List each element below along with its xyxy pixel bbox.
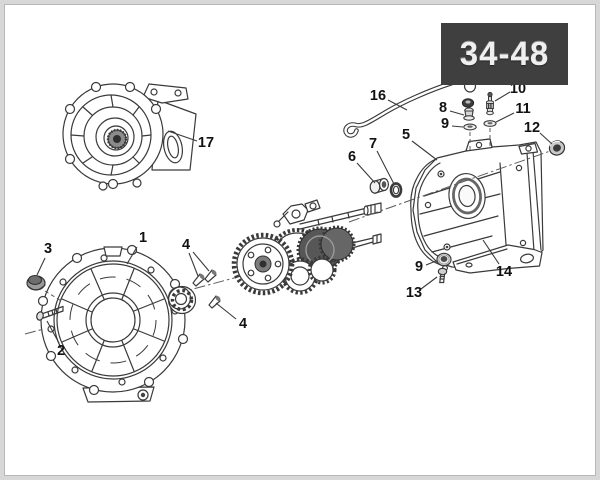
page-code-badge: 34-48: [441, 23, 568, 85]
callout-4-label: 4: [239, 316, 247, 332]
bushing-6-drawing: [369, 177, 390, 194]
callout-7-leader: [376, 150, 395, 185]
breather-8-9-drawing: [461, 79, 477, 151]
callout-12-label: 12: [524, 120, 540, 136]
callout-16-leader: [387, 99, 408, 111]
callout-17-leader: [167, 130, 198, 142]
plugs-4-drawing: [192, 269, 221, 309]
callout-9-label: 9: [415, 259, 423, 275]
callout-13-label: 13: [406, 285, 422, 301]
callout-11-label: 11: [515, 101, 530, 117]
callout-9-leader: [425, 260, 437, 266]
plug-3-drawing: [26, 275, 64, 303]
callout-1-leader: [126, 246, 138, 265]
callout-5-leader: [411, 140, 438, 161]
bell-housing-17-drawing: [62, 81, 197, 191]
gear-cluster-drawing: [231, 199, 382, 296]
gearbox-housing-5-14-drawing: [410, 138, 544, 274]
callout-10-label: 10: [510, 81, 526, 97]
callout-2-label: 2: [57, 343, 65, 359]
callout-9-label: 9: [441, 116, 449, 132]
bearing-drawing: [167, 285, 197, 315]
callout-3-leader: [36, 257, 46, 276]
callout-8-label: 8: [439, 100, 447, 116]
callout-8-leader: [449, 110, 465, 116]
callout-10-leader: [494, 91, 511, 102]
callout-6-label: 6: [348, 149, 356, 165]
callout-4-leader: [192, 251, 210, 272]
hose-16-drawing: [343, 80, 455, 138]
callout-4-label: 4: [182, 237, 190, 253]
clutch-cover-1-drawing: [37, 244, 189, 403]
callout-11-leader: [495, 112, 515, 123]
callout-6-leader: [356, 162, 376, 184]
page-code-text: 34-48: [459, 35, 550, 72]
valve-10-11-drawing: [483, 91, 497, 148]
callout-12-leader: [539, 132, 553, 145]
oring-7-drawing: [389, 182, 403, 198]
callout-1-label: 1: [139, 230, 147, 246]
callout-2-leader: [46, 320, 60, 344]
callout-5-label: 5: [402, 127, 410, 143]
callout-7-label: 7: [369, 136, 377, 152]
centerline-output-axis: [348, 149, 554, 223]
callout-14-label: 14: [496, 264, 512, 280]
callout-3-label: 3: [44, 241, 52, 257]
washer-9-bolt-13-drawing: [436, 252, 452, 284]
callout-17-label: 17: [198, 135, 214, 151]
callout-13-leader: [420, 276, 438, 290]
callout-4-leader: [188, 252, 199, 277]
screw-2-drawing: [36, 305, 64, 321]
callout-4-leader: [215, 302, 237, 320]
seal-12-drawing: [548, 140, 566, 156]
callout-14-leader: [482, 239, 500, 265]
callout-16-label: 16: [370, 88, 386, 104]
callout-9-leader: [451, 125, 464, 128]
